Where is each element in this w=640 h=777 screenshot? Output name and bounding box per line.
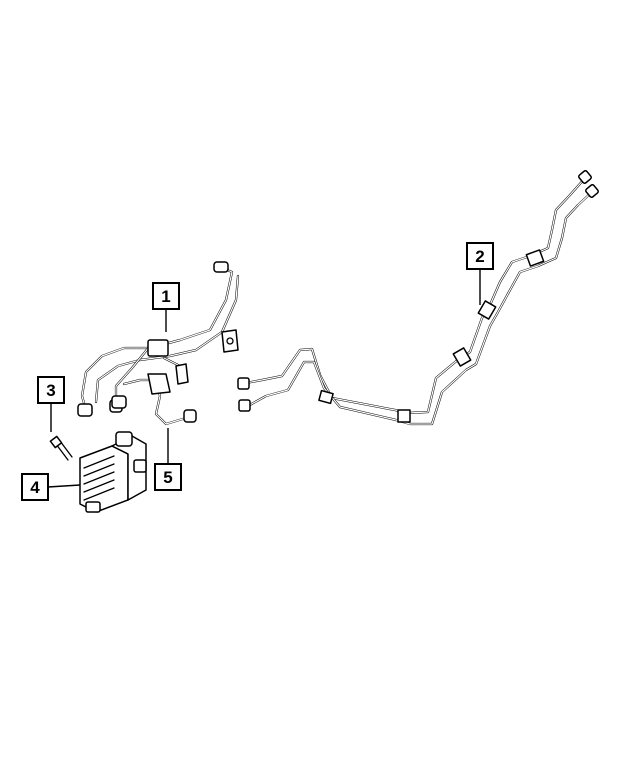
callout-4: 4 (21, 473, 81, 501)
callout-1-label: 1 (161, 287, 170, 306)
callout-5: 5 (154, 428, 182, 491)
callout-1: 1 (152, 282, 180, 332)
callout-4-label: 4 (30, 478, 40, 497)
oil-cooler (79, 431, 147, 513)
callout-5-label: 5 (163, 468, 172, 487)
callout-3-label: 3 (46, 381, 55, 400)
hose-assembly (77, 261, 240, 417)
callout-2-label: 2 (475, 247, 484, 266)
cooler-line-assembly (237, 170, 599, 426)
cooler-tube (111, 373, 197, 426)
callout-2: 2 (466, 242, 494, 305)
bolt (49, 435, 73, 461)
callout-3: 3 (37, 376, 65, 432)
